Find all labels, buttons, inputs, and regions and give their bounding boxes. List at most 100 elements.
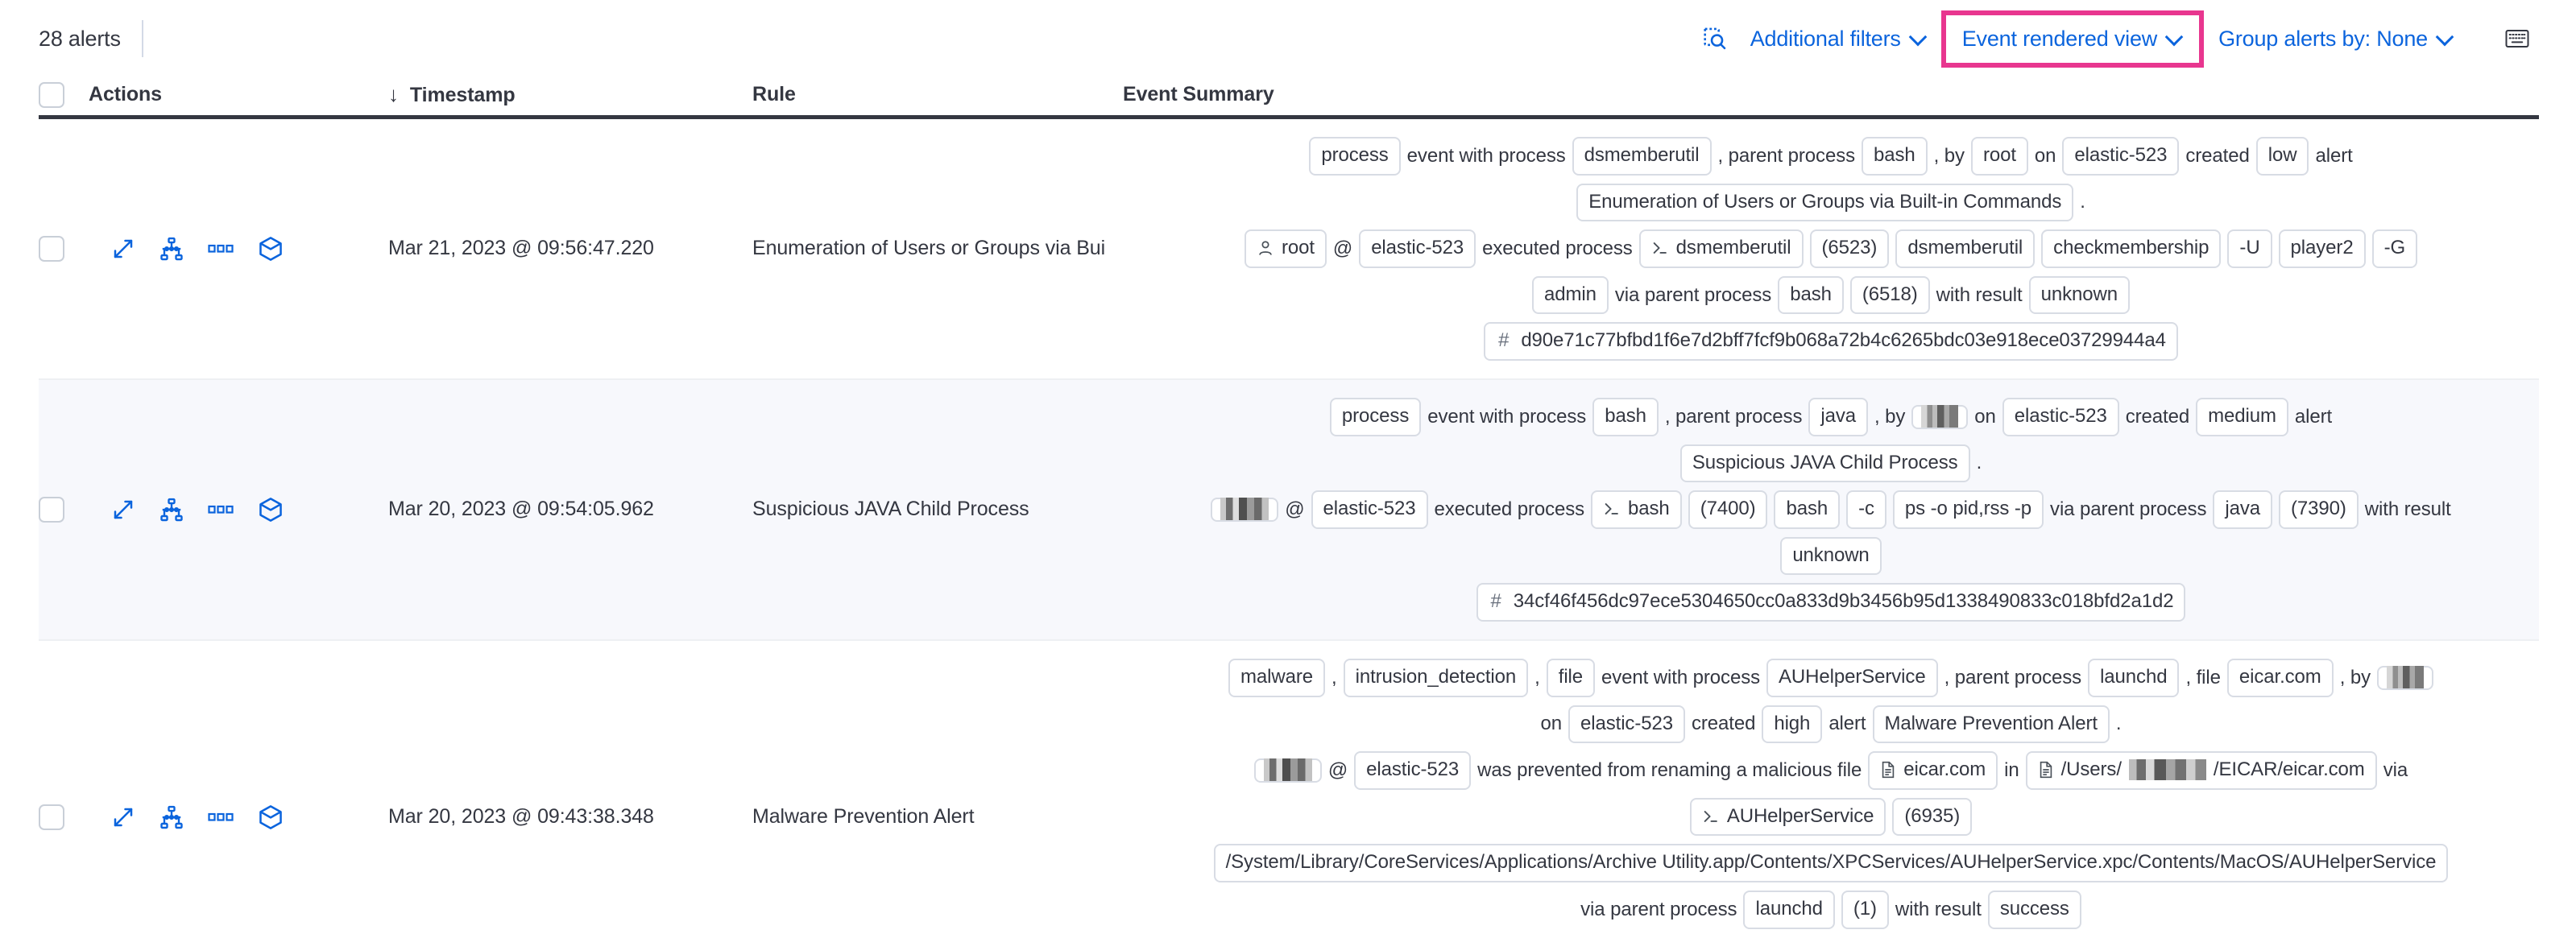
summary-chip[interactable]: -G — [2371, 229, 2418, 268]
event-rendered-view-button[interactable]: Event rendered view — [1940, 10, 2205, 68]
summary-chip[interactable]: medium — [2196, 397, 2288, 436]
row-timestamp: Mar 20, 2023 @ 09:54:05.962 — [388, 498, 654, 521]
group-alerts-by-button[interactable]: Group alerts by: None — [2204, 19, 2468, 60]
summary-text: with result — [1895, 898, 1982, 920]
column-header-actions[interactable]: Actions — [89, 83, 162, 105]
summary-chip[interactable]: ps -o pid,rss -p — [1892, 490, 2044, 529]
file-path-chip[interactable]: /Users//EICAR/eicar.com — [2025, 751, 2377, 790]
summary-line: unknown — [1123, 536, 2539, 576]
summary-chip[interactable]: dsmemberutil — [1638, 229, 1804, 268]
analyzer-graph-icon[interactable] — [159, 805, 184, 829]
summary-chip[interactable]: eicar.com — [1868, 751, 1998, 790]
summary-chip[interactable]: java — [2213, 490, 2272, 529]
expand-icon[interactable] — [111, 237, 135, 261]
expand-icon[interactable] — [111, 805, 135, 829]
row-select-checkbox[interactable] — [39, 235, 64, 262]
more-actions-icon[interactable] — [208, 504, 234, 515]
summary-chip[interactable]: elastic-523 — [2062, 137, 2180, 176]
summary-chip[interactable]: player2 — [2278, 229, 2366, 268]
summary-chip[interactable]: AUHelperService — [1766, 658, 1938, 697]
summary-chip[interactable]: root — [1244, 229, 1327, 268]
session-view-cube-icon[interactable] — [258, 804, 284, 830]
summary-chip[interactable]: process — [1329, 397, 1422, 436]
summary-chip[interactable]: unknown — [1780, 536, 1882, 576]
summary-chip[interactable]: AUHelperService — [1689, 797, 1886, 837]
summary-chip-label: intrusion_detection — [1355, 665, 1517, 688]
summary-chip[interactable]: (7390) — [2279, 490, 2359, 529]
summary-chip-label: unknown — [2040, 283, 2118, 305]
summary-chip[interactable]: bash — [1591, 490, 1682, 529]
event-hash-chip[interactable]: #34cf46f456dc97ece5304650cc0a833d9b3456b… — [1476, 583, 2186, 622]
more-actions-icon[interactable] — [208, 243, 234, 254]
summary-chip[interactable]: success — [1987, 890, 2081, 929]
console-icon — [1651, 239, 1669, 257]
summary-chip[interactable]: file — [1546, 658, 1596, 697]
table-row[interactable]: Mar 20, 2023 @ 09:54:05.962 Suspicious JA… — [39, 379, 2539, 641]
column-header-rule[interactable]: Rule — [752, 83, 796, 105]
summary-chip[interactable]: elastic-523 — [2002, 397, 2119, 436]
column-header-event-summary[interactable]: Event Summary — [1123, 83, 1274, 105]
summary-chip[interactable]: admin — [1532, 275, 1609, 315]
summary-chip[interactable]: bash — [1592, 397, 1659, 436]
summary-chip[interactable]: launchd — [1743, 890, 1835, 929]
summary-chip[interactable]: bash — [1778, 275, 1844, 315]
summary-chip[interactable]: elastic-523 — [1359, 229, 1476, 268]
column-header-timestamp[interactable]: ↓Timestamp — [388, 82, 752, 107]
select-all-checkbox[interactable] — [39, 81, 64, 108]
summary-chip[interactable]: (7400) — [1688, 490, 1768, 529]
summary-chip[interactable]: Enumeration of Users or Groups via Built… — [1576, 183, 2074, 222]
summary-chip[interactable]: Suspicious JAVA Child Process — [1679, 444, 1970, 483]
summary-chip[interactable]: launchd — [2088, 658, 2180, 697]
summary-chip[interactable]: dsmemberutil — [1895, 229, 2036, 268]
more-actions-icon[interactable] — [208, 812, 234, 823]
keyboard-icon[interactable] — [2495, 17, 2539, 60]
summary-chip-label: player2 — [2290, 237, 2354, 259]
summary-chip[interactable]: dsmemberutil — [1572, 137, 1712, 176]
alerts-toolbar: 28 alerts Additional filters Event rende… — [0, 0, 2576, 77]
summary-chip[interactable]: -U — [2227, 229, 2272, 268]
summary-chip-label: (1) — [1853, 897, 1877, 920]
summary-chip[interactable]: -c — [1846, 490, 1886, 529]
summary-chip[interactable]: bash — [1774, 490, 1841, 529]
summary-chip[interactable]: Malware Prevention Alert — [1872, 705, 2110, 744]
row-rule-name[interactable]: Suspicious JAVA Child Process — [752, 498, 1029, 521]
summary-chip[interactable]: intrusion_detection — [1343, 658, 1529, 697]
summary-chip[interactable]: (1) — [1841, 890, 1889, 929]
summary-chip[interactable]: malware — [1228, 658, 1326, 697]
summary-chip-label: bash — [1786, 498, 1828, 520]
summary-chip[interactable]: elastic-523 — [1354, 751, 1472, 790]
summary-chip[interactable]: /System/Library/CoreServices/Application… — [1213, 844, 2449, 882]
summary-chip[interactable]: (6518) — [1849, 275, 1930, 315]
summary-chip[interactable]: java — [1808, 397, 1868, 436]
event-hash-chip[interactable]: #d90e71c77bfbd1f6e7d2bff7fcf9b068a72b4c6… — [1484, 322, 2178, 361]
summary-chip[interactable]: checkmembership — [2041, 229, 2222, 268]
summary-chip[interactable]: unknown — [2028, 275, 2130, 315]
row-select-checkbox[interactable] — [39, 496, 64, 523]
summary-chip[interactable]: process — [1309, 137, 1401, 176]
pixelated-block — [1220, 497, 1269, 520]
analyzer-graph-icon[interactable] — [159, 237, 184, 261]
summary-chip[interactable]: (6523) — [1809, 229, 1890, 268]
file-path-suffix: /EICAR/eicar.com — [2213, 758, 2365, 781]
summary-chip[interactable]: eicar.com — [2226, 658, 2334, 697]
summary-chip[interactable]: root — [1970, 137, 2028, 176]
row-rule-name[interactable]: Enumeration of Users or Groups via Bui — [752, 237, 1106, 260]
session-view-cube-icon[interactable] — [258, 497, 284, 523]
summary-chip-label: (6935) — [1904, 804, 1961, 827]
additional-filters-button[interactable]: Additional filters — [1736, 19, 1941, 60]
session-view-cube-icon[interactable] — [258, 236, 284, 262]
analyzer-graph-icon[interactable] — [159, 498, 184, 522]
summary-chip[interactable]: elastic-523 — [1311, 490, 1428, 529]
expand-icon[interactable] — [111, 498, 135, 522]
row-rule-name[interactable]: Malware Prevention Alert — [752, 805, 975, 829]
summary-chip[interactable]: low — [2255, 137, 2309, 176]
summary-chip[interactable]: elastic-523 — [1568, 705, 1685, 744]
row-select-checkbox[interactable] — [39, 804, 64, 830]
summary-chip[interactable]: bash — [1862, 137, 1928, 176]
summary-chip[interactable]: (6935) — [1892, 797, 1973, 837]
inspect-search-icon[interactable] — [1692, 17, 1736, 60]
summary-chip[interactable]: high — [1762, 705, 1823, 744]
